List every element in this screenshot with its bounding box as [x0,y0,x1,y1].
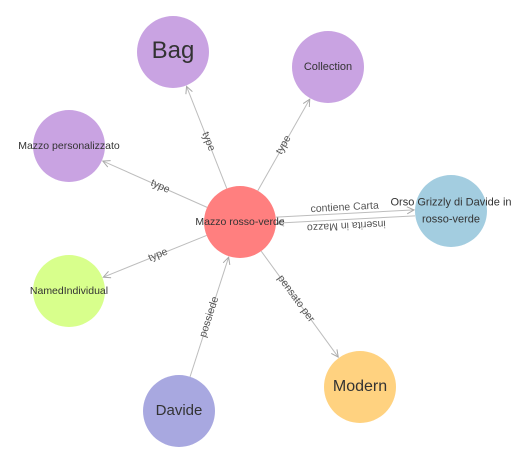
arrow-head-icon [406,206,416,215]
node-label: NamedIndividual [30,285,108,297]
node-circle[interactable] [33,255,105,327]
edge-line [102,160,208,208]
edge-label: type [273,133,293,156]
edge-label: type [199,130,218,153]
edge-label: pensato per [275,273,318,325]
node-bag[interactable]: Bag [137,16,209,88]
edge-mazzo-to-personalizzato[interactable]: type [101,160,208,208]
edge-label: type [149,177,172,196]
node-label: Collection [304,61,352,73]
edge-mazzo-to-named[interactable]: type [102,235,207,279]
edge-mazzo-to-collection[interactable]: type [257,98,311,191]
edge-mazzo-to-modern[interactable]: pensato per [260,250,339,358]
arrow-head-icon [101,160,111,168]
arrow-head-icon [275,218,285,227]
node-named[interactable]: NamedIndividual [30,255,108,327]
node-circle[interactable] [137,16,209,88]
node-label: Davide [156,402,203,419]
edge-line [186,86,228,189]
edge-mazzo-to-orso[interactable]: contiene Carta [275,200,416,218]
edge-davide-to-mazzo[interactable]: possiede [189,256,231,377]
node-label: Modern [333,378,387,395]
edge-label: type [147,246,170,265]
edge-label: possiede [197,295,221,339]
edge-mazzo-to-bag[interactable]: type [185,85,228,189]
node-label: Mazzo rosso-verde [195,216,284,228]
edge-line [257,98,311,191]
arrow-head-icon [331,349,339,358]
edge-line [260,250,339,358]
edge-orso-to-mazzo[interactable]: inserita in Mazzo [275,215,416,234]
node-circle[interactable] [292,31,364,103]
node-circle[interactable] [415,175,487,247]
arrow-head-icon [185,85,193,95]
arrow-head-icon [302,98,311,108]
edge-line [189,257,230,377]
edge-line [103,235,207,278]
node-circle[interactable] [204,186,276,258]
node-label: Bag [152,37,195,64]
node-circle[interactable] [324,351,396,423]
node-modern[interactable]: Modern [324,351,396,423]
node-collection[interactable]: Collection [292,31,364,103]
edge-line [276,215,416,224]
node-davide[interactable]: Davide [143,375,215,447]
edge-label: contiene Carta [310,200,379,216]
node-circle[interactable] [33,110,105,182]
arrow-head-icon [222,256,231,266]
node-personalizzato[interactable]: Mazzo personalizzato [18,110,120,182]
edge-label: inserita in Mazzo [307,218,386,234]
node-label: Mazzo personalizzato [18,140,120,152]
arrow-head-icon [102,270,112,279]
node-mazzo[interactable]: Mazzo rosso-verde [195,186,285,258]
node-circle[interactable] [143,375,215,447]
edge-line [275,209,415,218]
